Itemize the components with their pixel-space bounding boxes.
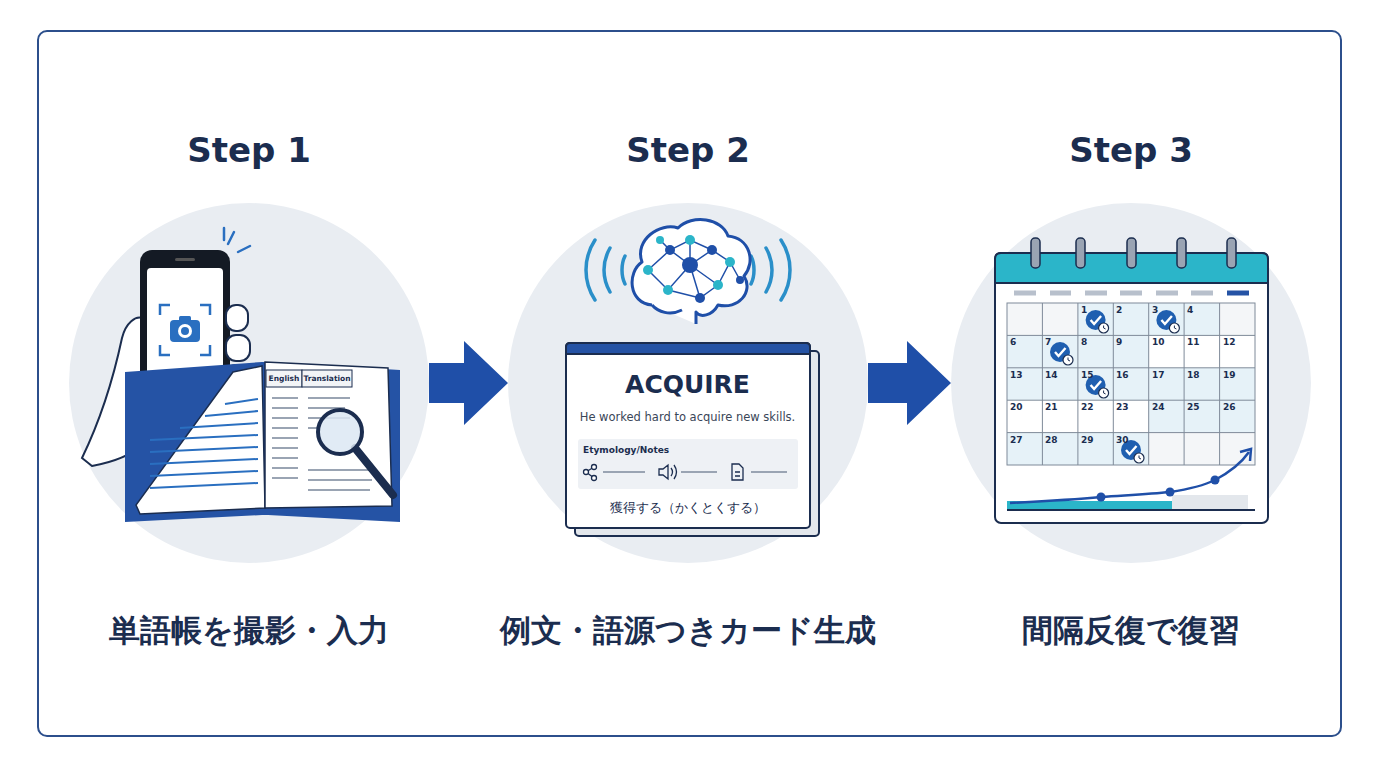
calendar-day: 29	[1081, 435, 1094, 446]
circle-fill	[69, 203, 429, 563]
calendar-day: 27	[1010, 435, 1023, 446]
calendar-day: 12	[1223, 337, 1236, 348]
step-circle: Step 1単語帳を撮影・入力	[69, 120, 429, 646]
calendar-day: 20	[1010, 402, 1023, 413]
card-front	[566, 343, 810, 528]
example-sentence: He worked hard to acquire new skills.	[569, 408, 806, 426]
card-word: ACQUIRE	[565, 368, 810, 402]
calendar-day: 18	[1187, 370, 1200, 381]
step-circle: Step 2例文・語源つきカード生成ACQUIREHe worked hard …	[508, 120, 868, 646]
step-caption: 例文・語源つきカード生成	[458, 608, 918, 652]
calendar-day: 26	[1223, 402, 1236, 413]
calendar-day: 15	[1081, 370, 1094, 381]
circle-outline	[951, 203, 1311, 563]
speaker-icon	[659, 465, 677, 479]
step-circle: Step 3間隔反復で復習	[951, 120, 1311, 646]
calendar-day: 19	[1223, 370, 1236, 381]
step-heading: Step 3	[951, 120, 1311, 180]
note-lines	[603, 471, 787, 473]
calendar-day: 11	[1187, 337, 1200, 348]
word-card: ACQUIRE He worked hard to acquire new ski…	[565, 342, 821, 538]
calendar-day: 24	[1152, 402, 1165, 413]
table-header-text: Translation	[302, 373, 352, 384]
step-caption: 単語帳を撮影・入力	[19, 608, 479, 652]
calendar-day: 8	[1081, 337, 1087, 348]
calendar-day: 16	[1116, 370, 1129, 381]
notes-label: Etymology/Notes	[583, 444, 733, 457]
calendar-day: 13	[1010, 370, 1023, 381]
document-icon	[732, 464, 743, 480]
calendar-day: 22	[1081, 402, 1094, 413]
step-heading: Step 2	[508, 120, 868, 180]
block-arrow	[868, 341, 951, 425]
calendar-day: 9	[1116, 337, 1122, 348]
circle-fill	[951, 203, 1311, 563]
calendar-day: 23	[1116, 402, 1129, 413]
calendar-day: 14	[1045, 370, 1058, 381]
calendar-day: 6	[1010, 337, 1016, 348]
calendar-day: 10	[1152, 337, 1165, 348]
card-top-bar	[566, 343, 810, 354]
step-heading: Step 1	[69, 120, 429, 180]
calendar-day: 28	[1045, 435, 1058, 446]
share-icon	[584, 470, 589, 475]
circle-fill	[508, 203, 868, 563]
table-header-text: English	[266, 373, 302, 384]
notes-box	[578, 439, 798, 489]
calendar-day: 1	[1081, 305, 1087, 316]
step-caption: 間隔反復で復習	[901, 608, 1361, 652]
share-icon	[592, 465, 597, 470]
calendar-day: 7	[1045, 337, 1051, 348]
calendar-day: 17	[1152, 370, 1165, 381]
circle-outline	[69, 203, 429, 563]
share-icon	[592, 476, 597, 481]
calendar-day: 30	[1116, 435, 1129, 446]
card-translation: 獲得する（かくとくする）	[565, 498, 810, 518]
calendar-day: 21	[1045, 402, 1058, 413]
calendar-day: 4	[1187, 305, 1193, 316]
block-arrow	[429, 341, 508, 425]
calendar-day: 3	[1152, 305, 1158, 316]
calendar-day: 2	[1116, 305, 1122, 316]
calendar-day: 25	[1187, 402, 1200, 413]
